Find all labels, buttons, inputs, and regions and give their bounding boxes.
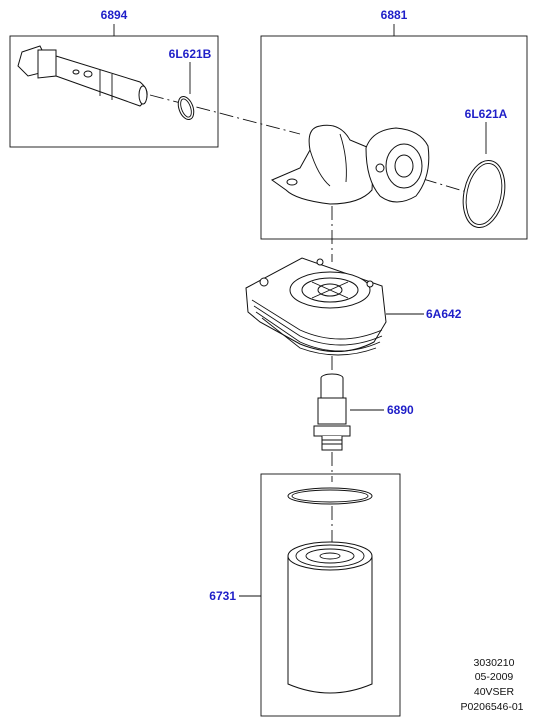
- reference-line-1: 3030210: [474, 657, 515, 669]
- group-box-6731: [260, 473, 401, 717]
- small-o-ring-inner: [180, 98, 192, 118]
- reference-line-2: 05-2009: [475, 671, 514, 683]
- reference-line-4: P0206546-01: [460, 701, 523, 713]
- callout-6731: 6731: [209, 589, 236, 603]
- callout-6A642: 6A642: [426, 307, 462, 321]
- hollow-bolt-part: [17, 45, 148, 107]
- filter-gasket-inner: [291, 489, 369, 503]
- reference-block: 3030210 05-2009 40VSER P0206546-01: [460, 657, 523, 713]
- small-o-ring-part: [177, 95, 195, 121]
- large-o-ring-inner: [465, 163, 503, 225]
- threaded-stud-part: [313, 373, 351, 451]
- adapter-housing-part: [270, 124, 430, 205]
- filter-gasket-part: [287, 487, 373, 505]
- large-o-ring-part: [462, 159, 506, 229]
- callout-6894: 6894: [101, 8, 128, 22]
- oil-cooler-part: [245, 257, 387, 356]
- reference-line-3: 40VSER: [474, 686, 515, 698]
- oil-filter-canister-part: [287, 541, 373, 694]
- callout-6890: 6890: [387, 403, 414, 417]
- callout-6881: 6881: [381, 8, 408, 22]
- callout-6L621A: 6L621A: [465, 107, 508, 121]
- callout-6L621B: 6L621B: [169, 47, 212, 61]
- leader-lines: [113, 24, 487, 597]
